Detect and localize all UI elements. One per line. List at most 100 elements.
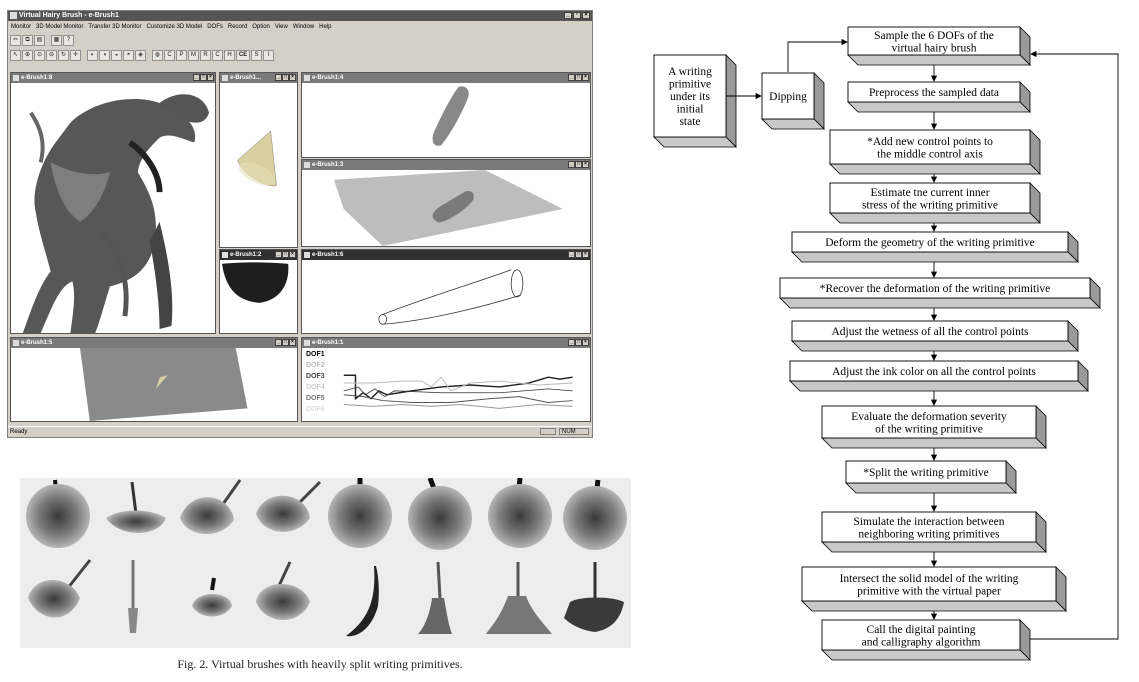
brushes-svg [26, 478, 627, 637]
close-icon[interactable]: × [582, 251, 589, 258]
title-bar: Virtual Hairy Brush - e-Brush1 _ ▫ × [8, 11, 592, 21]
minimize-icon[interactable]: _ [568, 339, 575, 346]
copy-icon[interactable]: ⧉ [22, 34, 33, 46]
brush-view-icon-1[interactable]: ◐ [87, 49, 98, 61]
tool-button-r[interactable]: R [200, 49, 211, 61]
brush-view-icon-3[interactable]: ◒ [111, 49, 122, 61]
child-window-6[interactable]: e-Brush1:6 _□× [301, 249, 591, 334]
close-icon[interactable]: × [582, 12, 590, 19]
maximize-icon[interactable]: ▫ [573, 12, 581, 19]
child-window-2[interactable]: e-Brush1:2 _□× [219, 249, 298, 334]
child-window-3[interactable]: e-Brush1:3 _□× [301, 159, 591, 247]
child-window-5[interactable]: e-Brush1:5 _□× [10, 337, 298, 422]
child-window-title: e-Brush1... _□× [220, 73, 297, 83]
tool-button-i[interactable]: I [263, 49, 274, 61]
brush-view-icon-5[interactable]: ◈ [135, 49, 146, 61]
minimize-icon[interactable]: _ [568, 251, 575, 258]
brush-top-2 [106, 481, 166, 533]
brush-bottom-3 [192, 577, 232, 617]
menu-option[interactable]: Option [252, 24, 270, 30]
dof4-label: DOF4 [306, 384, 325, 391]
close-icon[interactable]: × [289, 339, 296, 346]
tool-button-1[interactable]: ◍ [152, 49, 163, 61]
close-icon[interactable]: × [289, 251, 296, 258]
close-icon[interactable]: × [289, 74, 296, 81]
menu-monitor[interactable]: Monitor [11, 24, 32, 30]
wireframe-brush-view [302, 260, 590, 333]
tool-button-c[interactable]: C [164, 49, 175, 61]
close-icon[interactable]: × [582, 161, 589, 168]
minimize-icon[interactable]: _ [275, 74, 282, 81]
menu-window[interactable]: Window [292, 24, 315, 30]
tool-button-ce[interactable]: CE [236, 49, 250, 61]
maximize-icon[interactable]: □ [200, 74, 207, 81]
minimize-icon[interactable]: _ [193, 74, 200, 81]
menu-help[interactable]: Help [319, 24, 332, 30]
brush-tip-view [302, 83, 590, 157]
print-icon[interactable]: ▦ [51, 34, 62, 46]
menu-dofs[interactable]: DOFs [207, 24, 223, 30]
flow-step-text: state [679, 116, 700, 128]
brush-bottom-5 [346, 566, 379, 637]
tool-button-p[interactable]: P [176, 49, 187, 61]
move-icon[interactable]: ✛ [70, 49, 81, 61]
flow-step-text: neighboring writing primitives [858, 528, 1000, 540]
close-icon[interactable]: × [207, 74, 214, 81]
maximize-icon[interactable]: □ [282, 251, 289, 258]
brush-view-icon-4[interactable]: ◓ [123, 49, 134, 61]
cut-icon[interactable]: ✂ [10, 34, 21, 46]
help-icon[interactable]: ? [63, 34, 74, 46]
flow-step-text: virtual hairy brush [892, 42, 977, 54]
flow-step-text: A writing [668, 66, 712, 78]
menu-transfer-3d-monitor[interactable]: Transfer 3D Monitor [88, 24, 142, 30]
maximize-icon[interactable]: □ [282, 339, 289, 346]
toolbar-view: ↖ ⊕ ⊙ ⊖ ↻ ✛ ◐ ◑ ◒ ◓ ◈ ◍ C P M R C H CE S… [10, 49, 590, 61]
maximize-icon[interactable]: □ [575, 74, 582, 81]
menu-view[interactable]: View [274, 24, 288, 30]
brush-view-icon-2[interactable]: ◑ [99, 49, 110, 61]
pointer-icon[interactable]: ↖ [10, 49, 21, 61]
maximize-icon[interactable]: □ [575, 161, 582, 168]
minimize-icon[interactable]: _ [275, 339, 282, 346]
tool-button-h[interactable]: H [224, 49, 235, 61]
num-lock-indicator: NUM [559, 428, 589, 435]
brush-top-5 [328, 478, 392, 548]
app-window: Virtual Hairy Brush - e-Brush1 _ ▫ × Mon… [7, 10, 593, 438]
paper-top-view [11, 348, 297, 421]
child-window-8[interactable]: e-Brush1:8 _□× [10, 72, 216, 334]
minimize-icon[interactable]: _ [568, 161, 575, 168]
app-icon [10, 12, 17, 19]
zoom-in-icon[interactable]: ⊕ [22, 49, 33, 61]
status-panel [540, 428, 556, 435]
paste-icon[interactable]: ▤ [34, 34, 45, 46]
brush-bottom-4 [256, 561, 310, 620]
menu-customize-3d-model[interactable]: Customize 3D Model [146, 24, 203, 30]
dof5-label: DOF5 [306, 395, 325, 402]
flow-step-2: Preprocess the sampled data [847, 81, 1031, 113]
close-icon[interactable]: × [582, 339, 589, 346]
child-window-1[interactable]: e-Brush1:1 _□× DOF1 DOF2 DOF3 DOF4 DOF5 … [301, 337, 591, 422]
menu-3d-model-monitor[interactable]: 3D Model Monitor [36, 24, 84, 30]
flow-step-text: stress of the writing primitive [862, 199, 998, 211]
rotate-icon[interactable]: ↻ [58, 49, 69, 61]
child-window-4[interactable]: e-Brush1:4 _□× [301, 72, 591, 158]
tool-button-s[interactable]: S [251, 49, 262, 61]
zoom-out-icon[interactable]: ⊖ [46, 49, 57, 61]
minimize-icon[interactable]: _ [568, 74, 575, 81]
flow-step-text: of the writing primitive [875, 423, 983, 435]
maximize-icon[interactable]: □ [575, 339, 582, 346]
minimize-icon[interactable]: _ [275, 251, 282, 258]
menu-record[interactable]: Record [227, 24, 248, 30]
minimize-icon[interactable]: _ [564, 12, 572, 19]
zoom-icon[interactable]: ⊙ [34, 49, 45, 61]
maximize-icon[interactable]: □ [282, 74, 289, 81]
flow-step-text: Sample the 6 DOFs of the [874, 30, 994, 42]
child-window-7[interactable]: e-Brush1... _□× [219, 72, 298, 248]
tool-button-c2[interactable]: C [212, 49, 223, 61]
toolbar-standard: ✂ ⧉ ▤ ▦ ? [10, 34, 590, 46]
close-icon[interactable]: × [582, 74, 589, 81]
tool-button-m[interactable]: M [188, 49, 199, 61]
maximize-icon[interactable]: □ [575, 251, 582, 258]
